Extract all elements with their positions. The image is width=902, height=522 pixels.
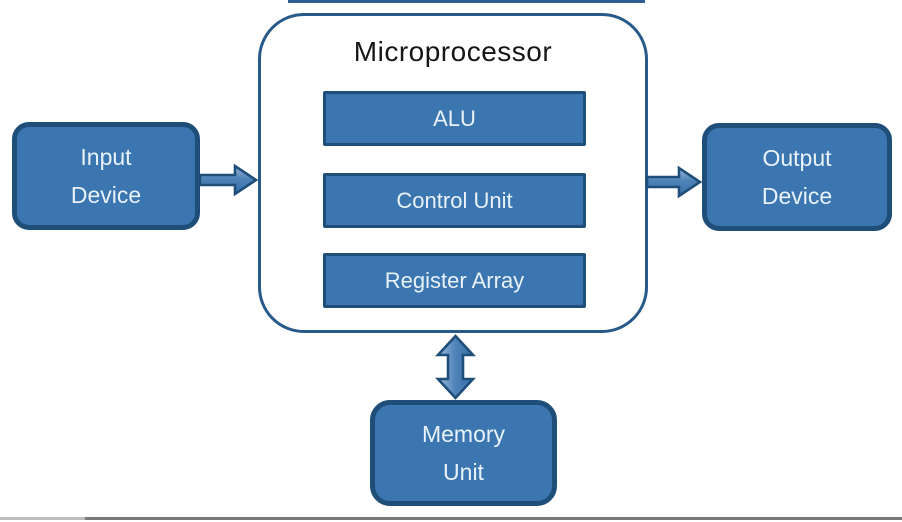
output-device-box: Output Device bbox=[702, 123, 892, 231]
output-device-label-line1: Output bbox=[762, 145, 832, 171]
alu-box: ALU bbox=[323, 91, 586, 146]
control-unit-label: Control Unit bbox=[396, 187, 513, 213]
arrow-microprocessor-memory-bidirectional-icon bbox=[435, 334, 476, 400]
output-device-label-line2: Device bbox=[761, 183, 833, 209]
microprocessor-container: Microprocessor ALU Control Unit Register… bbox=[258, 13, 648, 333]
alu-label: ALU bbox=[433, 105, 476, 131]
input-device-label-line2: Device bbox=[70, 182, 142, 208]
register-array-label: Register Array bbox=[384, 267, 525, 293]
arrow-microprocessor-to-output-icon bbox=[645, 165, 703, 199]
arrow-input-to-microprocessor-icon bbox=[198, 163, 259, 197]
bottom-border-line-right bbox=[85, 517, 902, 520]
input-device-label-line1: Input bbox=[80, 144, 132, 170]
memory-unit-box: Memory Unit bbox=[370, 400, 557, 506]
microprocessor-title: Microprocessor bbox=[353, 36, 553, 67]
bottom-border-line-left bbox=[0, 517, 85, 520]
register-array-box: Register Array bbox=[323, 253, 586, 308]
input-device-box: Input Device bbox=[12, 122, 200, 230]
memory-unit-label-line1: Memory bbox=[421, 421, 506, 447]
top-border-line bbox=[288, 0, 645, 3]
control-unit-box: Control Unit bbox=[323, 173, 586, 228]
memory-unit-label-line2: Unit bbox=[443, 459, 484, 485]
